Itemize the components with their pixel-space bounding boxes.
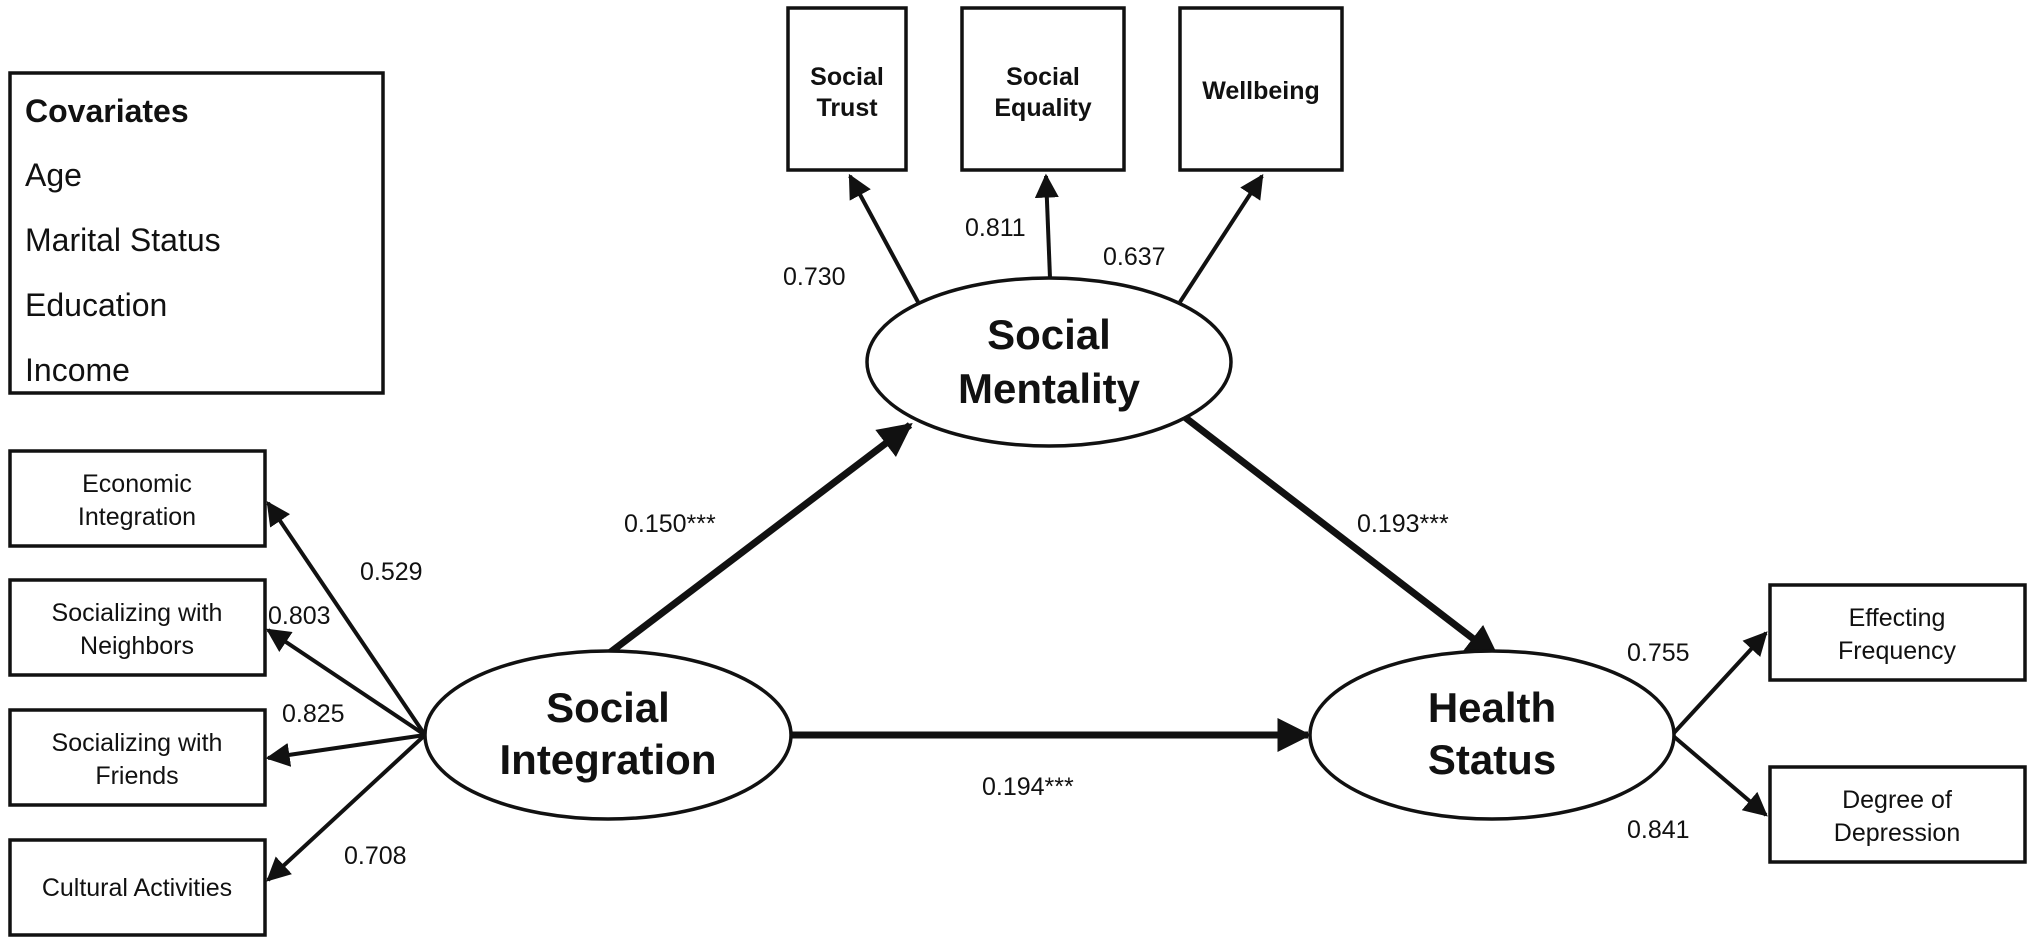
loading-arrow — [266, 628, 427, 737]
loading-arrow — [1178, 173, 1264, 304]
latent-label: Mentality — [958, 365, 1141, 412]
covariates-box: Covariates Age Marital Status Education … — [8, 71, 385, 395]
indicator-label: Integration — [78, 503, 196, 531]
indicator-label: Social — [1006, 63, 1080, 91]
indicator-label: Friends — [95, 762, 178, 790]
indicator-label: Socializing with — [52, 729, 223, 757]
indicator-degree-depression: Degree of Depression — [1768, 765, 2027, 864]
indicator-label: Neighbors — [80, 632, 194, 660]
coefficient-label: 0.730 — [783, 263, 846, 291]
indicator-label: Economic — [82, 470, 192, 498]
latent-label: Integration — [500, 736, 717, 783]
loading-arrow — [265, 733, 426, 767]
coefficient-label: 0.708 — [344, 842, 407, 870]
indicator-label: Degree of — [1842, 786, 1952, 814]
indicator-label: Wellbeing — [1202, 77, 1320, 105]
coefficient-label: 0.825 — [282, 700, 345, 728]
indicator-label: Social — [810, 63, 884, 91]
covariates-title: Covariates — [25, 93, 189, 129]
indicator-socializing-neighbors: Socializing with Neighbors — [8, 578, 267, 677]
indicator-effecting-frequency: Effecting Frequency — [1768, 583, 2027, 682]
indicator-label: Depression — [1834, 819, 1960, 847]
covariate-item: Marital Status — [25, 222, 221, 258]
coefficient-label: 0.529 — [360, 558, 423, 586]
indicator-label: Frequency — [1838, 637, 1957, 665]
latent-label: Social — [987, 311, 1111, 358]
indicator-socializing-friends: Socializing with Friends — [8, 708, 267, 807]
indicator-economic-integration: Economic Integration — [8, 449, 267, 548]
loading-arrow — [1670, 631, 1768, 737]
indicator-wellbeing: Wellbeing — [1178, 6, 1344, 172]
indicator-label: Effecting — [1849, 604, 1946, 632]
loading-arrow — [1034, 173, 1059, 279]
latent-social-integration: Social Integration — [423, 649, 793, 821]
indicator-social-equality: Social Equality — [960, 6, 1126, 172]
coefficient-label: 0.803 — [268, 602, 331, 630]
coefficient-label: 0.194*** — [982, 773, 1074, 801]
coefficient-label: 0.841 — [1627, 816, 1690, 844]
indicator-cultural-activities: Cultural Activities — [8, 838, 267, 937]
covariate-item: Education — [25, 287, 167, 323]
covariate-item: Income — [25, 352, 130, 388]
loading-arrow — [848, 173, 920, 303]
latent-label: Health — [1428, 684, 1556, 731]
latent-social-mentality: Social Mentality — [865, 276, 1233, 448]
path-integration-to-mentality — [605, 422, 913, 657]
covariate-item: Age — [25, 157, 82, 193]
loading-arrow — [1670, 733, 1768, 817]
path-mentality-to-health — [1175, 409, 1500, 660]
indicator-social-trust: Social Trust — [786, 6, 908, 172]
latent-label: Social — [546, 684, 670, 731]
indicator-label: Equality — [994, 94, 1091, 122]
coefficient-label: 0.637 — [1103, 243, 1166, 271]
indicator-label: Socializing with — [52, 599, 223, 627]
loading-arrow — [266, 501, 427, 737]
latent-health-status: Health Status — [1308, 649, 1676, 821]
coefficient-label: 0.193*** — [1357, 510, 1449, 538]
indicator-label: Cultural Activities — [42, 874, 232, 902]
coefficient-label: 0.811 — [965, 214, 1026, 242]
latent-label: Status — [1428, 736, 1556, 783]
indicator-label: Trust — [816, 94, 878, 122]
coefficient-label: 0.150*** — [624, 510, 716, 538]
coefficient-label: 0.755 — [1627, 639, 1690, 667]
loading-arrow — [266, 733, 427, 882]
